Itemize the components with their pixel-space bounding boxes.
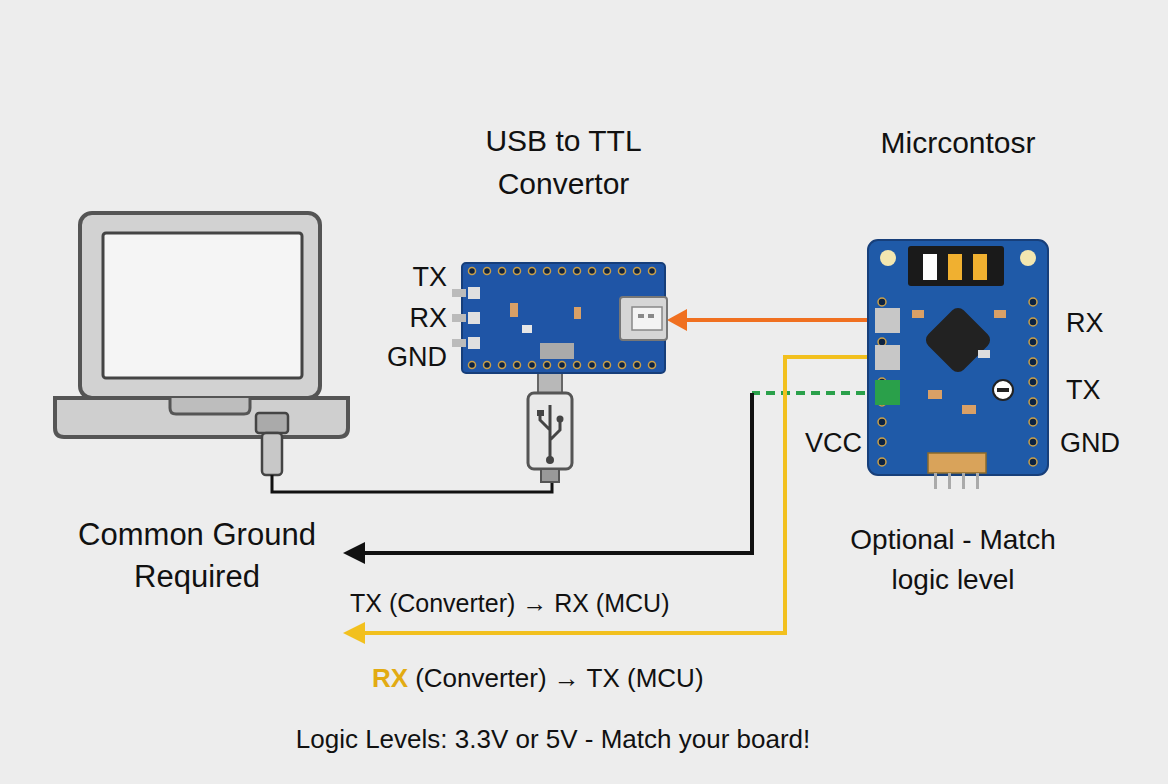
signal-wire [343,357,880,644]
pin-name: GND [1060,427,1120,459]
board-heading: Micrcontosr [828,121,1088,164]
pin-name: TX [1066,374,1101,406]
note: Logic Levels: 3.3V or 5V - Match your bo… [296,724,811,755]
note: Optional - Match logic level [823,520,1083,600]
signal-name: RX [372,663,408,694]
laptop [55,213,348,475]
board-outline [868,240,1048,475]
signal-arrow [667,309,868,331]
wiring-note: (Converter) → TX (MCU) [415,663,703,694]
board-outline [462,263,665,373]
usb-plug [528,345,572,482]
pin-name: RX [1066,307,1104,339]
ground-wire [343,393,880,564]
pin-name: TX [412,261,447,293]
pin-name: RX [409,302,447,334]
usb-cable [272,475,552,492]
microcontroller-board: Micrcontosr [868,240,1048,475]
board-heading: USB to TTL Convertor [434,119,694,205]
converter-board: USB to TTL Convertor [462,263,665,373]
wiring-note: TX (Converter) → RX (MCU) [350,588,669,618]
note: Common Ground Required [52,514,342,598]
pin-name: VCC [805,427,862,459]
pin-name: GND [387,341,447,373]
